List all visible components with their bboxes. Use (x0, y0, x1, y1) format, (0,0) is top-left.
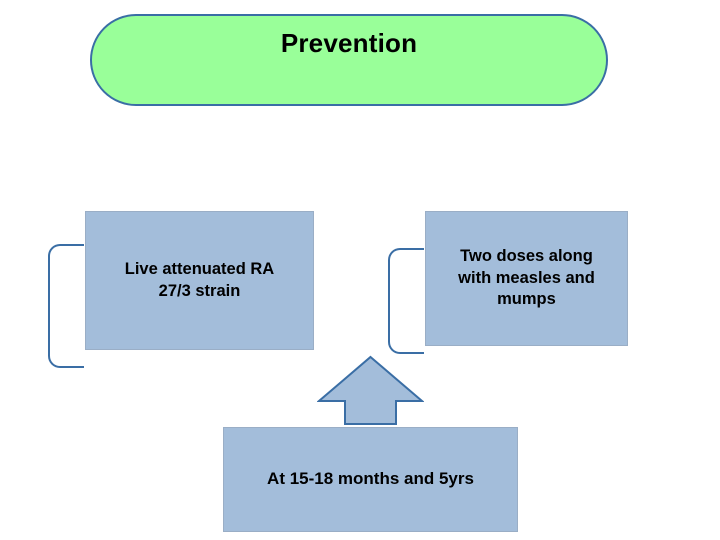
node-vaccine-type-label: Live attenuated RA 27/3 strain (113, 259, 286, 303)
node-dosing-label: Two doses along with measles and mumps (446, 246, 607, 311)
node-vaccine-type-line2: 27/3 strain (158, 281, 241, 300)
bracket-icon-left (48, 244, 84, 368)
node-schedule: At 15-18 months and 5yrs (223, 427, 518, 532)
page-title: Prevention (280, 28, 418, 58)
node-dosing-line1: Two doses along (460, 246, 593, 265)
node-dosing-line2: with measles and (458, 268, 595, 287)
node-schedule-label: At 15-18 months and 5yrs (267, 469, 474, 489)
node-dosing-line3: mumps (497, 290, 556, 309)
bracket-icon-right (388, 248, 424, 354)
node-vaccine-type-line1: Live attenuated RA (124, 259, 275, 278)
title-pill-shape (90, 14, 608, 106)
node-dosing: Two doses along with measles and mumps (425, 211, 628, 346)
node-vaccine-type: Live attenuated RA 27/3 strain (85, 211, 314, 350)
up-arrow-icon (317, 355, 424, 425)
